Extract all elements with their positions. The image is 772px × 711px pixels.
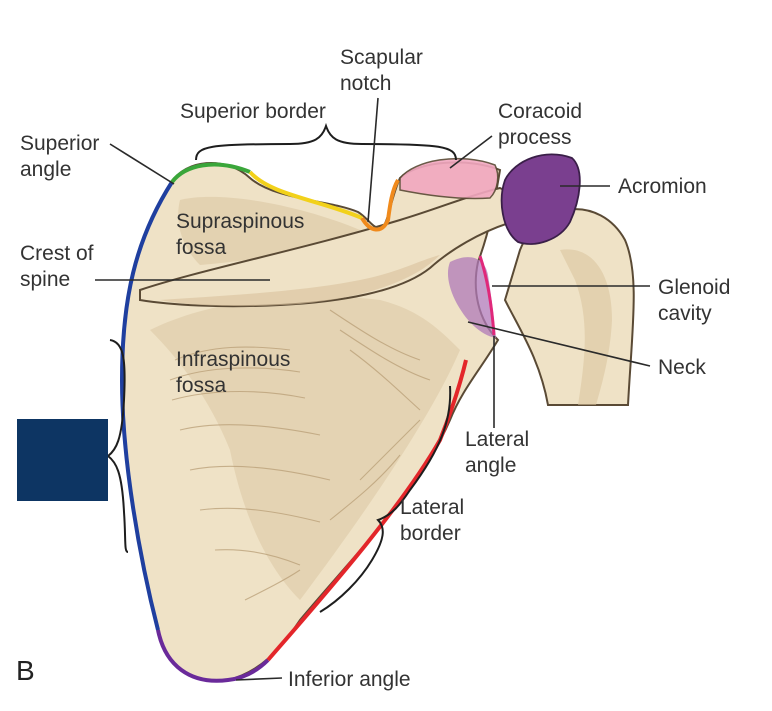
bone-hatching [169,309,431,601]
superior-border-line [248,170,363,220]
label-infraspinous-fossa-2: fossa [176,374,227,397]
label-lateral-angle-2: angle [465,454,516,477]
superior-border-brace [195,122,457,161]
acromion [500,153,581,245]
label-superior-angle-1: Superior [20,132,99,155]
hidden-label-box [17,419,108,501]
lateral-border-brace [319,385,452,613]
panel-letter: B [16,655,35,686]
coracoid-process [399,157,499,200]
glenoid-cavity [447,257,496,338]
label-coracoid-process-2: process [498,126,572,149]
leader-coracoid [449,135,493,169]
leader-superior-angle [109,143,175,185]
spine-shadow [160,255,440,307]
label-acromion: Acromion [618,175,707,198]
leader-scapular-notch [367,97,379,223]
label-inferior-angle: Inferior angle [288,668,411,691]
label-superior-border: Superior border [180,100,326,123]
label-glenoid-cavity-1: Glenoid [658,276,730,299]
label-supraspinous-fossa-1: Supraspinous [176,210,304,233]
lateral-border-line [266,359,468,662]
label-scapular-notch-2: notch [340,72,391,95]
label-lateral-border-1: Lateral [400,496,464,519]
label-lateral-border-2: border [400,522,461,545]
medial-border-line [119,180,174,631]
leader-inferior-angle [235,677,283,681]
humerus-shadow [560,249,612,405]
label-superior-angle-2: angle [20,158,71,181]
superior-angle-line [170,162,251,184]
scapular-notch-line [360,178,400,232]
inferior-angle-line [156,629,270,683]
label-scapular-notch-1: Scapular [340,46,423,69]
medial-border-brace [106,339,129,553]
label-infraspinous-fossa-1: Infraspinous [176,348,290,371]
supraspinous-shadow [178,196,360,265]
label-neck: Neck [658,356,706,379]
label-glenoid-cavity-2: cavity [658,302,712,325]
label-crest-of-spine-1: Crest of [20,242,94,265]
infraspinous-shadow [150,296,460,600]
label-coracoid-process-1: Coracoid [498,100,582,123]
label-supraspinous-fossa-2: fossa [176,236,227,259]
label-lateral-angle-1: Lateral [465,428,529,451]
label-crest-of-spine-2: spine [20,268,70,291]
leader-neck [467,321,651,367]
